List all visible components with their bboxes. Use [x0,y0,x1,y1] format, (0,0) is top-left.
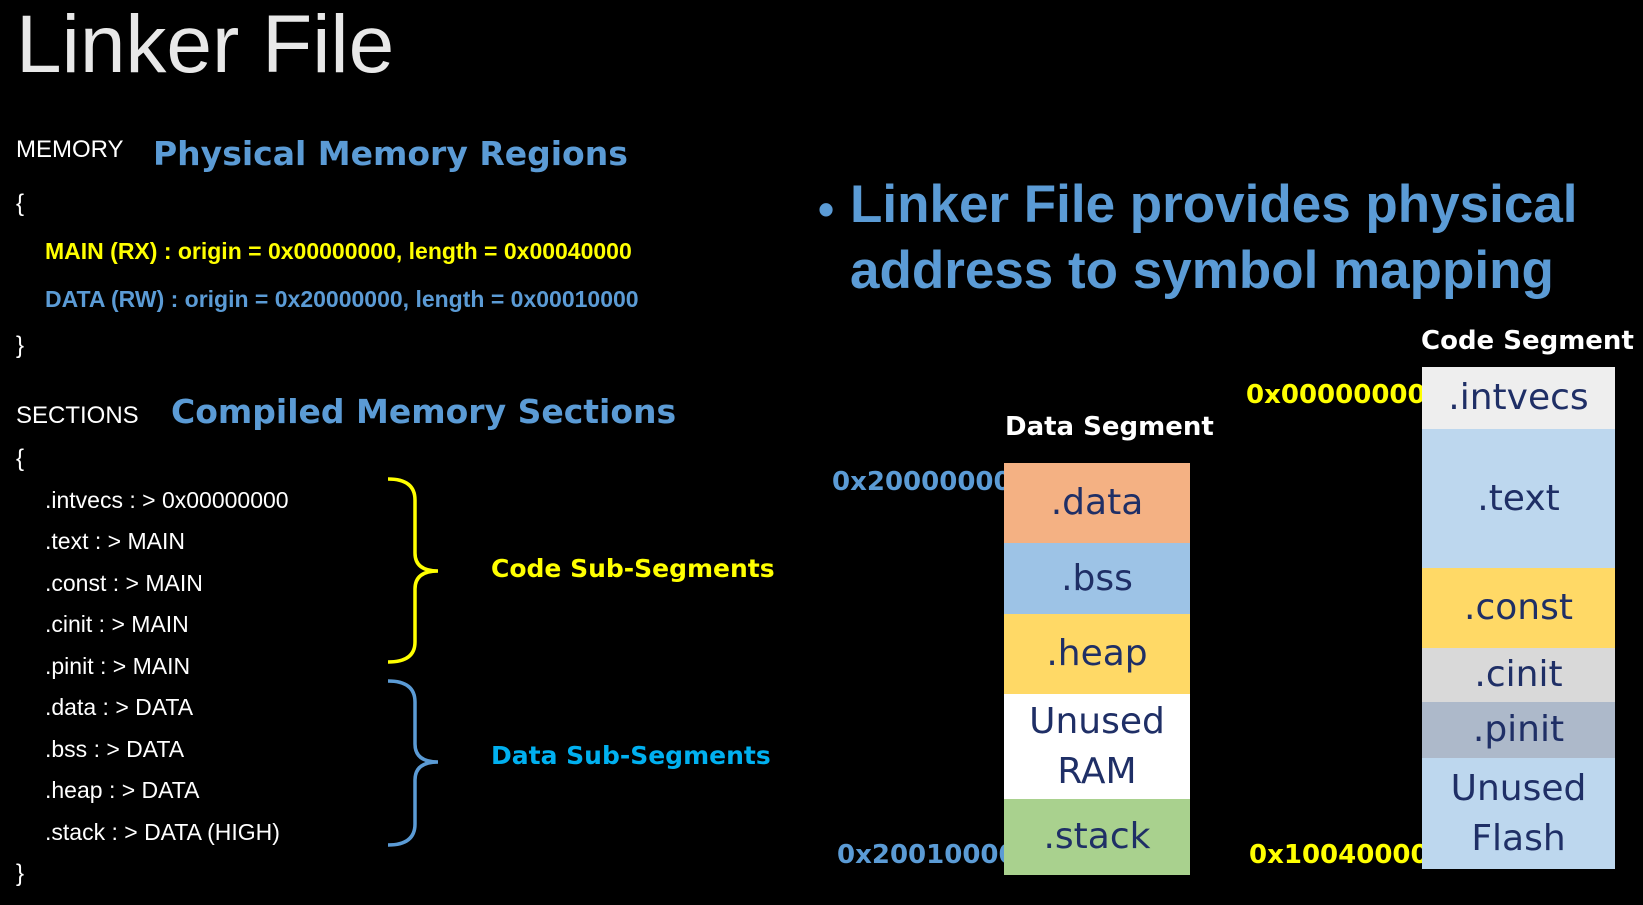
data-block-bss: .bss [1004,543,1190,614]
bullet-marker: • [818,183,835,235]
linker-file-bullet: Linker File provides physical address to… [850,175,1578,300]
code-block-intvecs: .intvecs [1422,367,1615,429]
code-subsegments-label: Code Sub-Segments [491,554,775,583]
section-line-intvecs: .intvecs : > 0x00000000 [45,487,289,513]
section-line-bss: .bss : > DATA [45,736,185,762]
code-segment-start-address: 0x00000000 [1246,380,1426,410]
code-block-const: .const [1422,568,1615,648]
sections-keyword: SECTIONS [16,402,139,429]
sections-open-brace: { [16,445,25,472]
code-segment-title: Code Segment [1421,326,1634,356]
code-block-cinit: .cinit [1422,648,1615,702]
physical-memory-regions-header: Physical Memory Regions [153,134,628,173]
section-line-data: .data : > DATA [45,694,194,720]
section-line-stack: .stack : > DATA (HIGH) [45,819,280,845]
sections-close-brace: } [16,860,25,887]
section-line-const: .const : > MAIN [45,570,203,596]
section-line-heap: .heap : > DATA [45,777,200,803]
section-line-pinit: .pinit : > MAIN [45,653,191,679]
data-segment-title: Data Segment [1005,412,1214,442]
section-line-cinit: .cinit : > MAIN [45,611,189,637]
code-block-text: .text [1422,429,1615,568]
memory-open-brace: { [16,190,25,217]
memory-close-brace: } [16,332,25,359]
main-region-line: MAIN (RX) : origin = 0x00000000, length … [45,238,632,264]
data-block-data: .data [1004,463,1190,543]
code-block-pinit: .pinit [1422,702,1615,758]
slide-title: Linker File [16,0,395,90]
section-line-text: .text : > MAIN [45,528,185,554]
code-block-unusedflash: Unused Flash [1422,758,1615,869]
compiled-memory-sections-header: Compiled Memory Sections [171,392,677,431]
code-segment-end-address: 0x10040000 [1249,840,1429,870]
data-region-line: DATA (RW) : origin = 0x20000000, length … [45,286,639,312]
memory-keyword: MEMORY [16,136,124,163]
data-block-heap: .heap [1004,614,1190,694]
data-segment-end-address: 0x20010000 [837,840,1017,870]
data-segment-start-address: 0x20000000 [832,467,1012,497]
data-subsegments-label: Data Sub-Segments [491,741,771,770]
data-block-unusedram: Unused RAM [1004,694,1190,799]
code-subsegments-brace [387,477,439,664]
data-subsegments-brace [387,679,439,847]
data-block-stack: .stack [1004,799,1190,875]
